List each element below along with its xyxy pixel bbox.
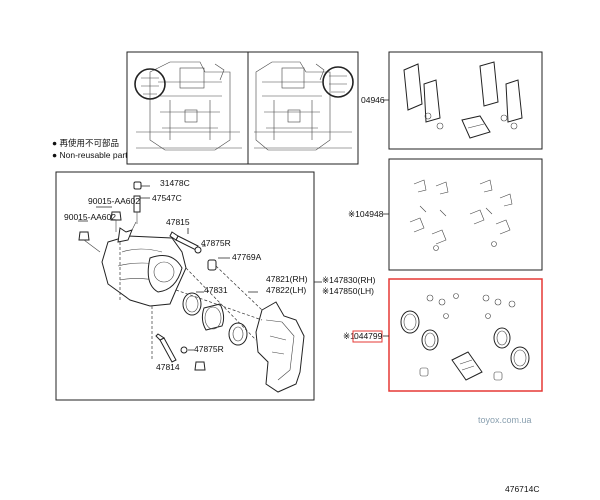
label-47875R-upper: 47875R — [201, 238, 231, 248]
label-47769A: 47769A — [232, 252, 262, 262]
label-04948: ※104948 — [348, 209, 384, 219]
main-assembly-panel — [55, 171, 315, 401]
label-47850: ※147850(LH) — [322, 286, 374, 296]
kit-box-04948 — [383, 158, 543, 271]
label-47821: 47821(RH) — [266, 274, 308, 284]
caliper-view-right — [247, 51, 359, 165]
label-47875R-lower: 47875R — [194, 344, 224, 354]
label-044799-highlight — [352, 330, 383, 343]
legend-en: ● Non-reusable part — [52, 150, 128, 160]
label-044799-prefix: ※1 — [343, 331, 355, 341]
label-47822: 47822(LH) — [266, 285, 306, 295]
label-31478C: 31478C — [160, 178, 190, 188]
guide-pin-upper — [169, 231, 199, 251]
label-47814: 47814 — [156, 362, 180, 372]
kit-box-04946 — [383, 51, 543, 150]
bolt-lower — [78, 231, 101, 253]
label-47815: 47815 — [166, 217, 190, 227]
caliper-bracket — [255, 301, 305, 393]
footer-code: 476714C — [505, 484, 540, 494]
watermark: toyox.com.ua — [478, 415, 532, 425]
bolt-upper — [110, 211, 122, 232]
caliper-view-left — [126, 51, 249, 165]
label-90015-upper: 90015-AA602 — [88, 196, 140, 206]
label-47830: ※147830(RH) — [322, 275, 376, 285]
label-47547C: 47547C — [152, 193, 182, 203]
legend-jp: ● 再使用不可部品 — [52, 138, 119, 148]
guide-pin-lower — [155, 333, 177, 363]
label-044799[interactable]: 044799 — [354, 331, 383, 341]
label-90015-lower: 90015-AA602 — [64, 212, 116, 222]
label-47831: 47831 — [204, 285, 228, 295]
kit-box-044799 — [383, 278, 543, 392]
label-04946: 04946 — [361, 95, 385, 105]
